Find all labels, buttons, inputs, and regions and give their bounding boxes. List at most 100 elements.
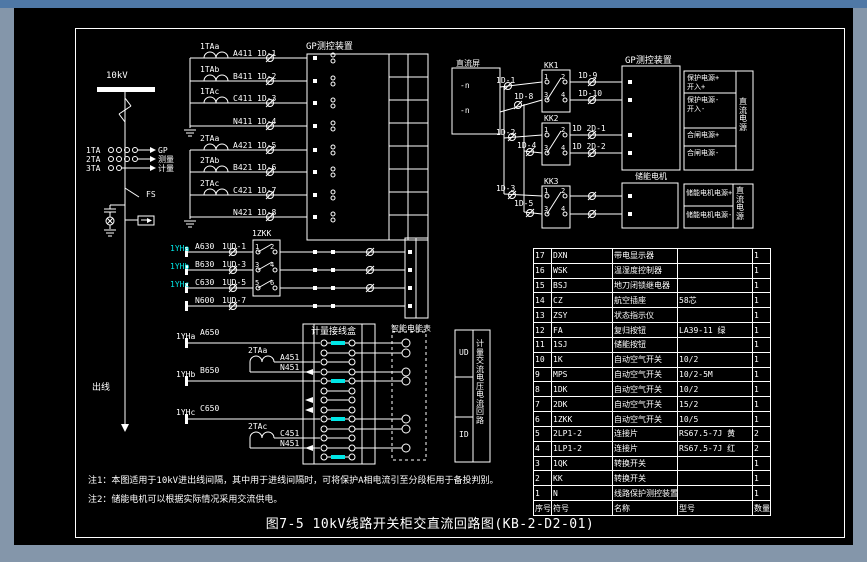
table-cell: 1	[752, 262, 771, 279]
drawing-title: 图7-5 10kV线路开关柜交直流回路图(KB-2-D2-01)	[265, 517, 595, 532]
table-cell: 10/2	[677, 351, 753, 368]
table-cell: 自动空气开关	[612, 381, 678, 398]
table-cell: 1LP1-2	[551, 440, 613, 457]
table-cell: 10	[533, 351, 552, 368]
table-cell: 17	[533, 248, 552, 264]
table-cell: 8	[533, 381, 552, 398]
table-cell: MPS	[551, 366, 613, 383]
table-cell: 1	[752, 485, 771, 502]
table-cell: 自动空气开关	[612, 396, 678, 413]
table-cell: 连接片	[612, 440, 678, 457]
table-cell: 型号	[677, 500, 753, 516]
table-cell: 线路保护测控装置	[612, 485, 678, 502]
table-cell: 自动空气开关	[612, 366, 678, 383]
table-cell: 转换开关	[612, 455, 678, 472]
table-cell: 储能按钮	[612, 336, 678, 353]
table-cell: 15/2	[677, 396, 753, 413]
table-cell	[677, 262, 753, 279]
table-cell: 2DK	[551, 396, 613, 413]
table-cell: 自动空气开关	[612, 411, 678, 427]
table-cell: 转换开关	[612, 470, 678, 487]
table-cell: RS67.5-7J 红	[677, 440, 753, 457]
table-cell: 5	[533, 425, 552, 442]
table-cell: 1	[752, 455, 771, 472]
table-cell: 1	[752, 336, 771, 353]
table-cell: ZSY	[551, 307, 613, 324]
table-cell: DXN	[551, 248, 613, 264]
table-cell: 4	[533, 440, 552, 457]
table-cell: 状态指示仪	[612, 307, 678, 324]
table-cell: 1	[752, 277, 771, 294]
table-cell: WSK	[551, 262, 613, 279]
table-cell: 1	[752, 396, 771, 413]
table-cell: RS67.5-7J 黄	[677, 425, 753, 442]
table-cell	[677, 277, 753, 294]
table-cell: LA39-11 绿	[677, 322, 753, 338]
table-cell: 3	[533, 455, 552, 472]
table-cell: 2LP1-2	[551, 425, 613, 442]
table-cell: 9	[533, 366, 552, 383]
note-2: 注2：储能电机可以根据实际情况采用交流供电。	[88, 495, 283, 505]
table-cell: CZ	[551, 292, 613, 309]
parts-table-header-row: 序号符号名称型号数量	[533, 500, 771, 516]
table-cell: 1	[752, 411, 771, 427]
table-cell: 1	[752, 307, 771, 324]
table-cell: 14	[533, 292, 552, 309]
table-cell: 1K	[551, 351, 613, 368]
table-cell: KK	[551, 470, 613, 487]
table-cell	[677, 485, 753, 502]
table-cell: 1SJ	[551, 336, 613, 353]
table-cell: BSJ	[551, 277, 613, 294]
note-1: 注1：本图适用于10kV进出线间隔，其中用于进线间隔时，可将保护A相电流引至分段…	[88, 476, 499, 486]
window-top-band	[0, 0, 867, 8]
table-cell: 连接片	[612, 425, 678, 442]
table-cell: 10/2-5M	[677, 366, 753, 383]
table-cell: N	[551, 485, 613, 502]
table-cell	[677, 336, 753, 353]
table-cell: 航空插座	[612, 292, 678, 309]
table-cell: 温湿度控制器	[612, 262, 678, 279]
table-cell: 序号	[533, 500, 552, 516]
table-cell: 10/5	[677, 411, 753, 427]
table-cell: 数量	[752, 500, 771, 516]
table-cell: 1ZKK	[551, 411, 613, 427]
table-cell: 2	[752, 425, 771, 442]
table-cell: 58芯	[677, 292, 753, 309]
table-cell: 1	[752, 381, 771, 398]
table-cell: 10/2	[677, 381, 753, 398]
table-cell: 1QK	[551, 455, 613, 472]
table-cell: 1	[752, 351, 771, 368]
table-cell: 13	[533, 307, 552, 324]
table-cell: 16	[533, 262, 552, 279]
drawing-border-frame	[75, 28, 845, 538]
table-cell	[677, 248, 753, 264]
table-cell: 自动空气开关	[612, 351, 678, 368]
table-cell	[677, 470, 753, 487]
table-cell: 1	[752, 366, 771, 383]
table-cell: 1	[752, 470, 771, 487]
table-cell: 1	[752, 322, 771, 338]
table-cell	[677, 307, 753, 324]
table-cell: 带电显示器	[612, 248, 678, 264]
table-cell: 15	[533, 277, 552, 294]
